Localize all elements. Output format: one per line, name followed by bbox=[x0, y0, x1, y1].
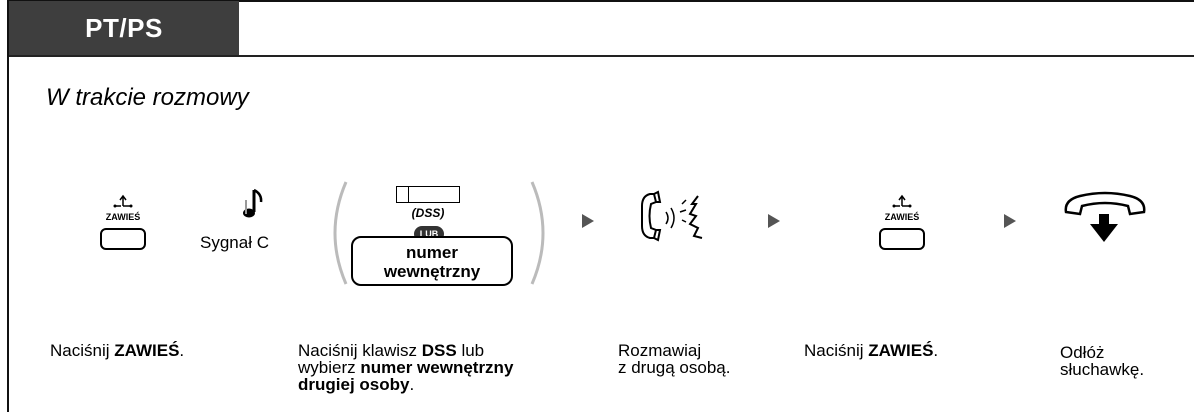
hold-arrow-icon bbox=[113, 194, 133, 208]
step-arrow-3 bbox=[1004, 214, 1016, 228]
extension-number-box: numer wewnętrzny bbox=[351, 236, 513, 286]
dss-label: (DSS) bbox=[411, 206, 445, 220]
step-arrow-1 bbox=[582, 214, 594, 228]
hold-key-caption-2: ZAWIEŚ bbox=[884, 212, 920, 222]
step-4-text: Naciśnij ZAWIEŚ. bbox=[804, 341, 939, 360]
right-parenthesis bbox=[530, 181, 545, 285]
left-parenthesis bbox=[333, 181, 348, 285]
talk-icon bbox=[641, 190, 703, 242]
hold-key-icon-2 bbox=[879, 228, 925, 250]
page-subtitle: W trakcie rozmowy bbox=[46, 84, 249, 111]
header-tab: PT/PS bbox=[9, 1, 239, 55]
hold-key-caption-1: ZAWIEŚ bbox=[105, 212, 141, 222]
step-arrow-2 bbox=[768, 214, 780, 228]
step-3-text: Rozmawiaj z drugą osobą. bbox=[618, 341, 731, 377]
extension-box-line2: wewnętrzny bbox=[383, 262, 481, 281]
hold-arrow-icon-2 bbox=[892, 194, 912, 208]
dss-key-icon bbox=[396, 186, 460, 203]
step-2-text: Naciśnij klawisz DSS lub wybierz numer w… bbox=[298, 341, 514, 394]
hold-key-icon bbox=[100, 228, 146, 250]
step-1-text: Naciśnij ZAWIEŚ. bbox=[50, 341, 185, 360]
header-divider bbox=[9, 55, 1194, 57]
header-tab-label: PT/PS bbox=[85, 12, 163, 43]
hang-up-icon bbox=[1064, 191, 1146, 242]
diagram-frame bbox=[7, 0, 1194, 412]
extension-box-line1: numer bbox=[406, 243, 458, 262]
music-note-icon bbox=[243, 188, 263, 218]
signal-label: Sygnał C bbox=[200, 233, 269, 252]
step-5-text: Odłóż słuchawkę. bbox=[1060, 343, 1145, 379]
